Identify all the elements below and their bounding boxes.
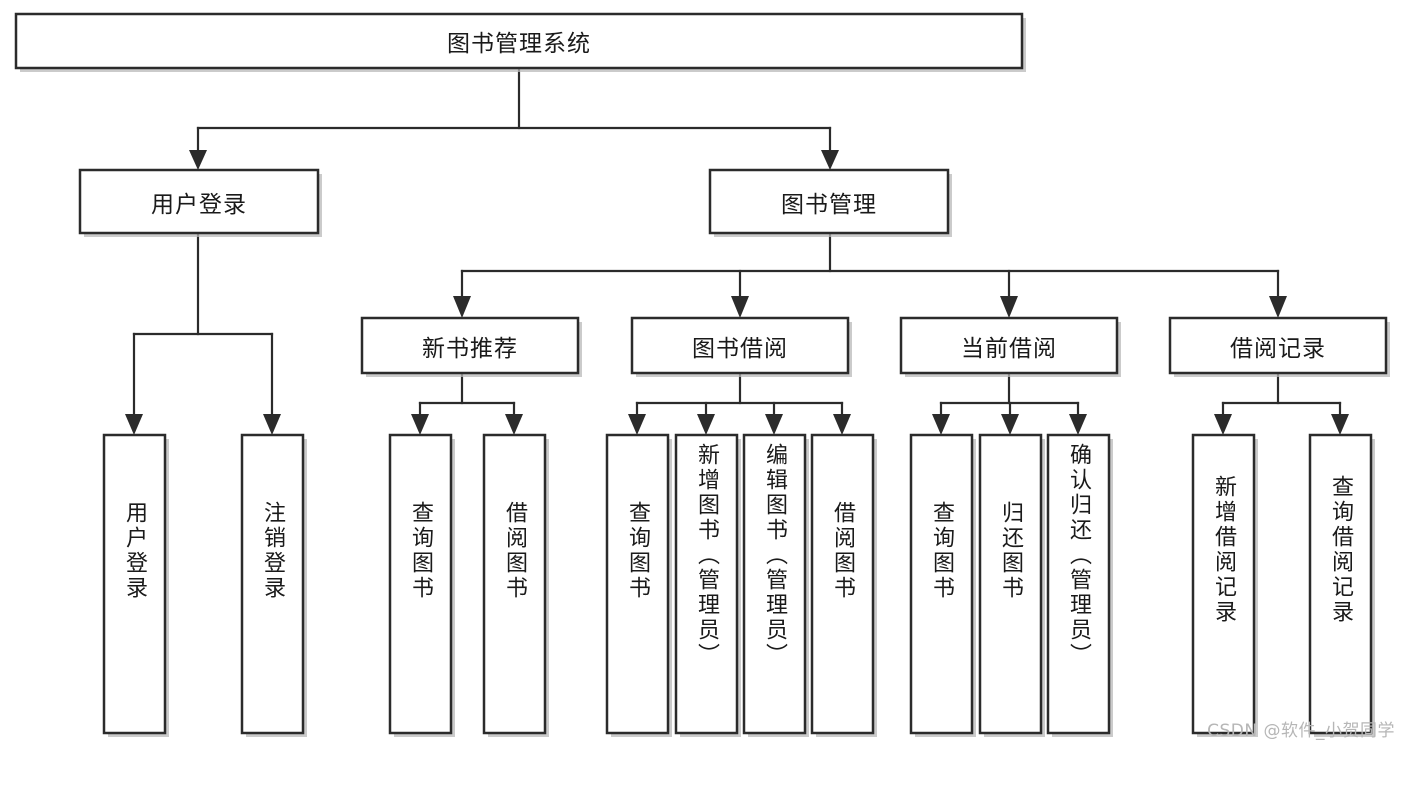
node-leaf-return-book[interactable] (978, 433, 1045, 737)
connectors-newbookrec-to-leaves (411, 371, 523, 435)
arrowhead-leaf-add-book (697, 414, 715, 435)
diagram-canvas: 图书管理系统 用户登录 图书管理 新书推荐 图书借阅 当前借阅 借阅记录 用户登… (14, 12, 1395, 741)
arrowhead-leaf-edit-book (765, 414, 783, 435)
node-leaf-borrow-book-a[interactable] (482, 433, 549, 737)
arrowhead-leaf-query-record (1331, 414, 1349, 435)
node-leaf-query-borrow-record[interactable] (1308, 433, 1375, 737)
node-leaf-query-book-a[interactable] (388, 433, 455, 737)
arrowhead-leaf-add-record (1214, 414, 1232, 435)
arrowhead-leaf-query-book-c (932, 414, 950, 435)
arrowhead-current-borrow (1000, 296, 1018, 318)
node-leaf-query-book-b[interactable] (605, 433, 672, 737)
connectors-currentborrow-to-leaves (932, 371, 1087, 435)
arrowhead-leaf-query-book-b (628, 414, 646, 435)
arrowhead-leaf-logout (263, 414, 281, 435)
arrowhead-leaf-borrow-book-b (833, 414, 851, 435)
arrowhead-leaf-query-book-a (411, 414, 429, 435)
node-root-book-management-system[interactable] (14, 12, 1026, 72)
node-book-borrow[interactable] (630, 316, 852, 377)
arrowhead-book-manage (821, 150, 839, 170)
connectors-bookborrow-to-leaves (628, 371, 851, 435)
arrowhead-leaf-return-book (1001, 414, 1019, 435)
arrowhead-leaf-borrow-book-a (505, 414, 523, 435)
node-leaf-add-borrow-record[interactable] (1191, 433, 1258, 737)
connectors-borrowrecord-to-leaves (1214, 371, 1349, 435)
arrowhead-user-login (189, 150, 207, 170)
csdn-watermark: CSDN @软件_小贺同学 (1207, 721, 1395, 741)
node-leaf-user-login[interactable] (102, 433, 169, 737)
connectors-userlogin-to-leaves (125, 231, 281, 435)
node-leaf-borrow-book-b[interactable] (810, 433, 877, 737)
node-leaf-logout[interactable] (240, 433, 307, 737)
flowchart-svg (14, 12, 1390, 737)
node-current-borrow[interactable] (899, 316, 1121, 377)
node-leaf-confirm-return-admin[interactable] (1046, 433, 1113, 737)
node-leaf-query-book-c[interactable] (909, 433, 976, 737)
arrowhead-book-borrow (731, 296, 749, 318)
node-leaf-add-book-admin[interactable] (674, 433, 741, 737)
node-user-login[interactable] (78, 168, 322, 237)
node-book-management[interactable] (708, 168, 952, 237)
node-new-book-recommend[interactable] (360, 316, 582, 377)
node-borrow-record[interactable] (1168, 316, 1390, 377)
arrowhead-leaf-confirm-return (1069, 414, 1087, 435)
arrowhead-leaf-user-login (125, 414, 143, 435)
node-leaf-edit-book-admin[interactable] (742, 433, 809, 737)
arrowhead-borrow-record (1269, 296, 1287, 318)
connectors-root-to-level2 (189, 66, 839, 170)
connectors-bookmanage-to-level3 (453, 231, 1287, 318)
arrowhead-new-book-rec (453, 296, 471, 318)
